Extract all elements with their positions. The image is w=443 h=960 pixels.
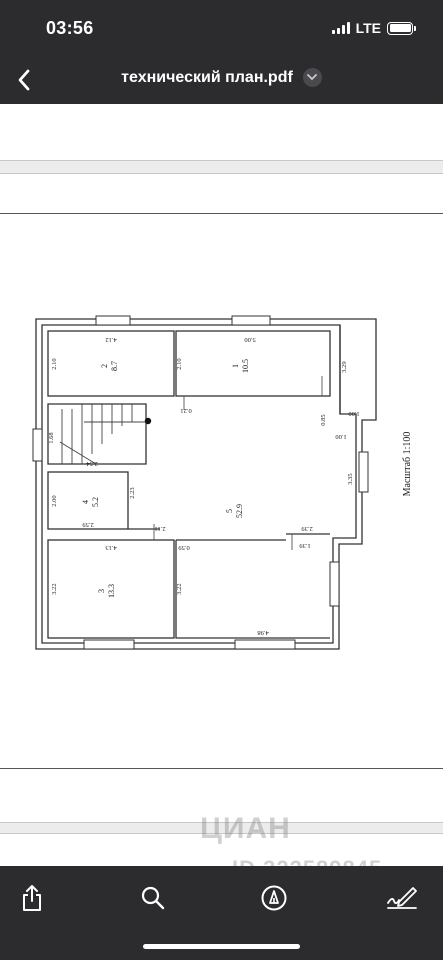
- dimension-label: 1.39: [299, 542, 310, 549]
- chevron-down-icon: [307, 74, 318, 81]
- dimension-label: 1.00: [335, 433, 346, 440]
- dimension-label: 2.23: [129, 487, 136, 498]
- search-button[interactable]: [133, 880, 173, 916]
- outer-wall-inner: [41, 324, 357, 644]
- dimension-label: 3.22: [51, 583, 58, 594]
- stair-treads: [59, 404, 146, 465]
- dimension-label: 4.13: [105, 544, 116, 551]
- stair-outline: [47, 403, 147, 465]
- page-rule: [0, 768, 443, 769]
- page-rule: [0, 213, 443, 214]
- room-4-outline: [47, 471, 129, 530]
- watermark: ЦИАН: [200, 812, 291, 845]
- room-1-area: 10.5: [241, 359, 250, 373]
- room-5-area: 52.9: [235, 504, 244, 518]
- nav-bar: технический план.pdf: [0, 56, 443, 104]
- back-button[interactable]: [6, 62, 42, 98]
- dimension-label: 5.00: [244, 336, 255, 343]
- dimension-label: 2.54: [86, 460, 98, 467]
- scale-label: Масштаб 1:100: [402, 432, 413, 497]
- outer-wall: [35, 318, 377, 650]
- pdf-viewer[interactable]: 2 8.7 1 10.5 4 5.2 3 13.3 5 52.9 4.12 2.…: [0, 104, 443, 866]
- page-separator: [0, 160, 443, 174]
- room-2-number: 2: [100, 364, 109, 368]
- edit-signature-icon: [387, 887, 417, 909]
- signature-button[interactable]: [382, 880, 422, 916]
- title-menu-button[interactable]: [302, 68, 322, 87]
- room-3-outline: [47, 539, 175, 639]
- document-title-group[interactable]: технический план.pdf: [0, 68, 443, 87]
- room-2-area: 8.7: [110, 361, 119, 371]
- status-bar: 03:56 LTE: [0, 0, 443, 56]
- network-label: LTE: [355, 20, 381, 36]
- dimension-label: 2.10: [51, 358, 58, 369]
- chevron-left-icon: [18, 69, 30, 91]
- dimension-label: 4.98: [257, 629, 268, 636]
- room-3-number: 3: [97, 589, 106, 593]
- dimension-label: 2.59: [82, 521, 93, 528]
- room-1-number: 1: [231, 364, 240, 368]
- room-2-outline: [47, 330, 175, 397]
- dimension-label: 3.29: [341, 361, 348, 372]
- markup-icon: [261, 885, 287, 911]
- share-button[interactable]: [12, 880, 52, 916]
- room-4-area: 5.2: [91, 497, 100, 507]
- room-5-number: 5: [225, 509, 234, 513]
- dimension-label: 4.12: [105, 336, 116, 343]
- share-icon: [23, 885, 41, 911]
- dimension-label: 1.68: [48, 432, 55, 443]
- dimension-label: 0.59: [178, 544, 189, 551]
- dimension-label: 2.11: [154, 525, 165, 532]
- home-indicator: [143, 944, 300, 949]
- dimension-label: 3.35: [347, 473, 354, 484]
- page-separator: [0, 822, 443, 834]
- battery-icon: [387, 21, 416, 35]
- watermark-id: ID 322589845: [232, 856, 382, 866]
- dimension-label: 2.10: [176, 358, 183, 369]
- document-title: технический план.pdf: [121, 68, 293, 86]
- search-icon: [141, 886, 165, 910]
- status-time: 03:56: [46, 18, 94, 38]
- dimension-label: 0.21: [180, 407, 191, 414]
- status-indicators: LTE: [331, 20, 416, 36]
- signal-icon: [331, 22, 350, 34]
- floor-plan-drawing: 2 8.7 1 10.5 4 5.2 3 13.3 5 52.9 4.12 2.…: [32, 315, 413, 650]
- bottom-toolbar: [0, 866, 443, 960]
- dimension-label: 2.39: [301, 525, 312, 532]
- dimension-label: 0.85: [320, 414, 327, 425]
- stair-marker: [144, 417, 152, 425]
- room-3-area: 13.3: [107, 584, 116, 598]
- room-1-outline: [175, 330, 331, 397]
- dimension-label: 3.22: [176, 583, 183, 594]
- dimension-label: 2.00: [51, 495, 58, 506]
- markup-button[interactable]: [254, 880, 294, 916]
- room-4-number: 4: [81, 500, 90, 504]
- dimension-label: 1.00: [348, 410, 359, 417]
